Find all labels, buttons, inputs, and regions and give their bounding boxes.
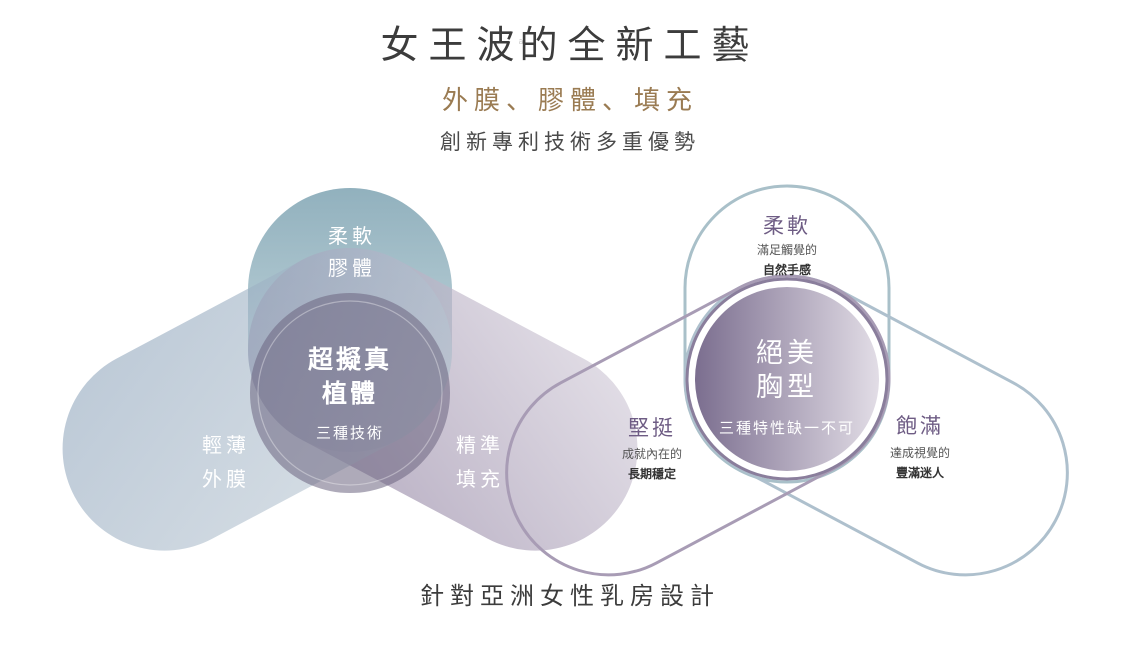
right-top-desc-1: 滿足觸覺的 <box>757 242 817 257</box>
left-center-sub: 三種技術 <box>316 424 384 442</box>
left-top-label-2: 膠體 <box>328 256 376 280</box>
left-top-label-1: 柔軟 <box>328 224 376 248</box>
page-footer: 針對亞洲女性乳房設計 <box>420 582 720 610</box>
left-left-label-2: 外膜 <box>202 467 250 491</box>
right-center-title-1: 絕美 <box>756 338 818 369</box>
right-center-circle <box>695 287 879 471</box>
right-left-title: 堅挺 <box>628 416 676 440</box>
left-right-label-2: 填充 <box>456 467 504 491</box>
right-right-title: 飽滿 <box>896 414 944 438</box>
page-subtitle: 外膜、膠體、填充 <box>441 86 698 116</box>
right-left-lobe <box>683 274 1069 577</box>
right-right-desc-2: 豐滿迷人 <box>896 465 945 480</box>
left-center-title-1: 超擬真 <box>308 345 392 374</box>
right-right-desc-1: 達成視覺的 <box>890 445 950 460</box>
right-center-ring-outer <box>685 277 889 481</box>
page-tagline: 創新專利技術多重優勢 <box>440 130 700 154</box>
page-title: 女王波a的全新工藝 <box>380 23 760 67</box>
right-top-desc-2: 自然手感 <box>763 262 811 277</box>
right-center-title-2: 胸型 <box>756 372 818 403</box>
right-left-desc-2: 長期穩定 <box>628 466 676 481</box>
right-left-desc-1: 成就內在的 <box>622 446 682 461</box>
right-right-lobe <box>505 274 891 577</box>
right-top-title: 柔軟 <box>763 214 811 238</box>
left-right-label-1: 精準 <box>456 433 504 457</box>
left-center-circle <box>250 293 450 493</box>
left-center-ring <box>257 300 443 486</box>
left-venn: 柔軟 膠體 輕薄 外膜 精準 填充 超擬真 植體 三種技術 <box>62 188 638 551</box>
left-center-title-2: 植體 <box>322 379 378 408</box>
right-venn: 柔軟 滿足觸覺的 自然手感 堅挺 成就內在的 長期穩定 飽滿 達成視覺的 豐滿迷… <box>505 184 1069 577</box>
right-center-sub: 三種特性缺一不可 <box>719 419 855 437</box>
left-left-label-1: 輕薄 <box>202 433 250 457</box>
